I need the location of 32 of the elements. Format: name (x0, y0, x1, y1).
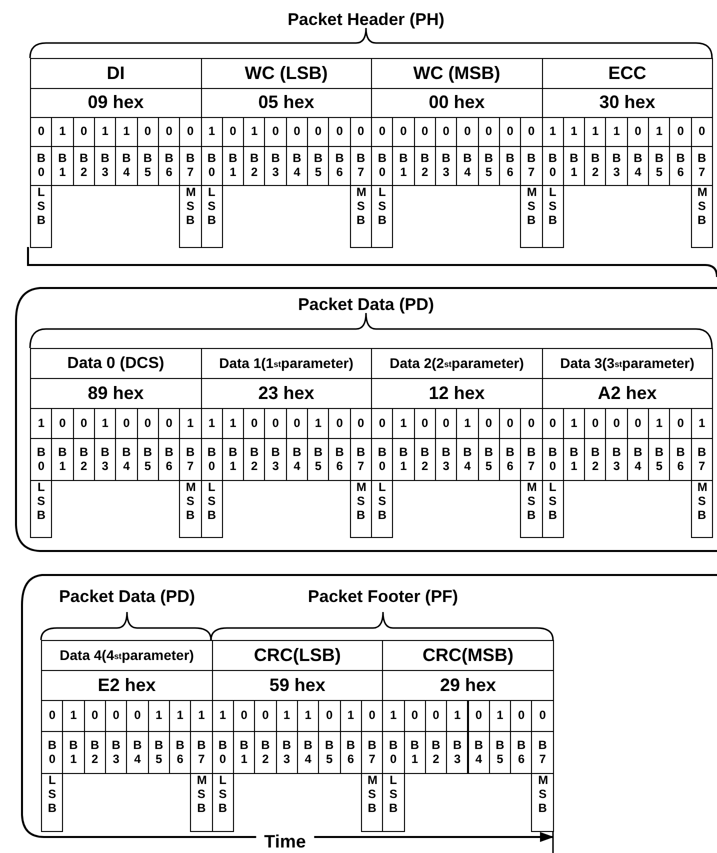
bit-order-cell: MSB (360, 773, 384, 832)
bit-order-cell: LSB (200, 185, 223, 248)
bit-order-cell: MSB (350, 480, 372, 538)
bit-order-cell: MSB (520, 185, 542, 248)
section-title: Packet Header (PH) (288, 10, 444, 30)
bit-order-cell: LSB (542, 185, 564, 248)
bit-order-cell: MSB (179, 185, 202, 248)
bit-order-cell: MSB (190, 773, 213, 832)
bit-order-cell: LSB (200, 480, 223, 538)
bit-order-cell: MSB (531, 773, 554, 832)
bit-order-cell: MSB (520, 480, 542, 538)
field-name-cell: CRC(MSB) (382, 640, 554, 671)
bit-order-cell: LSB (371, 185, 394, 248)
field-name-cell: ECC (542, 58, 713, 89)
bit-order-cell: MSB (179, 480, 202, 538)
bit-order-cell: MSB (690, 185, 713, 248)
bit-order-cell: MSB (350, 185, 372, 248)
field-name-cell: DI (30, 58, 202, 89)
bit-index-cell: B3 (446, 731, 468, 774)
bit-order-cell: LSB (212, 773, 234, 832)
section-title: Packet Footer (PF) (308, 587, 458, 607)
bit-order-cell: LSB (41, 773, 64, 832)
bit-order-cell: LSB (382, 773, 404, 832)
bit-order-cell: LSB (371, 480, 394, 538)
bit-order-cell: MSB (690, 480, 713, 538)
section-title: Packet Data (PD) (298, 295, 434, 315)
section-title: Packet Data (PD) (58, 587, 196, 607)
field-name-cell: Data 0 (DCS) (30, 348, 202, 379)
bit-order-cell: LSB (542, 480, 564, 538)
bit-order-cell: LSB (30, 480, 52, 538)
bit-index-cell: B4 (468, 731, 490, 774)
bit-order-cell: LSB (30, 185, 52, 248)
